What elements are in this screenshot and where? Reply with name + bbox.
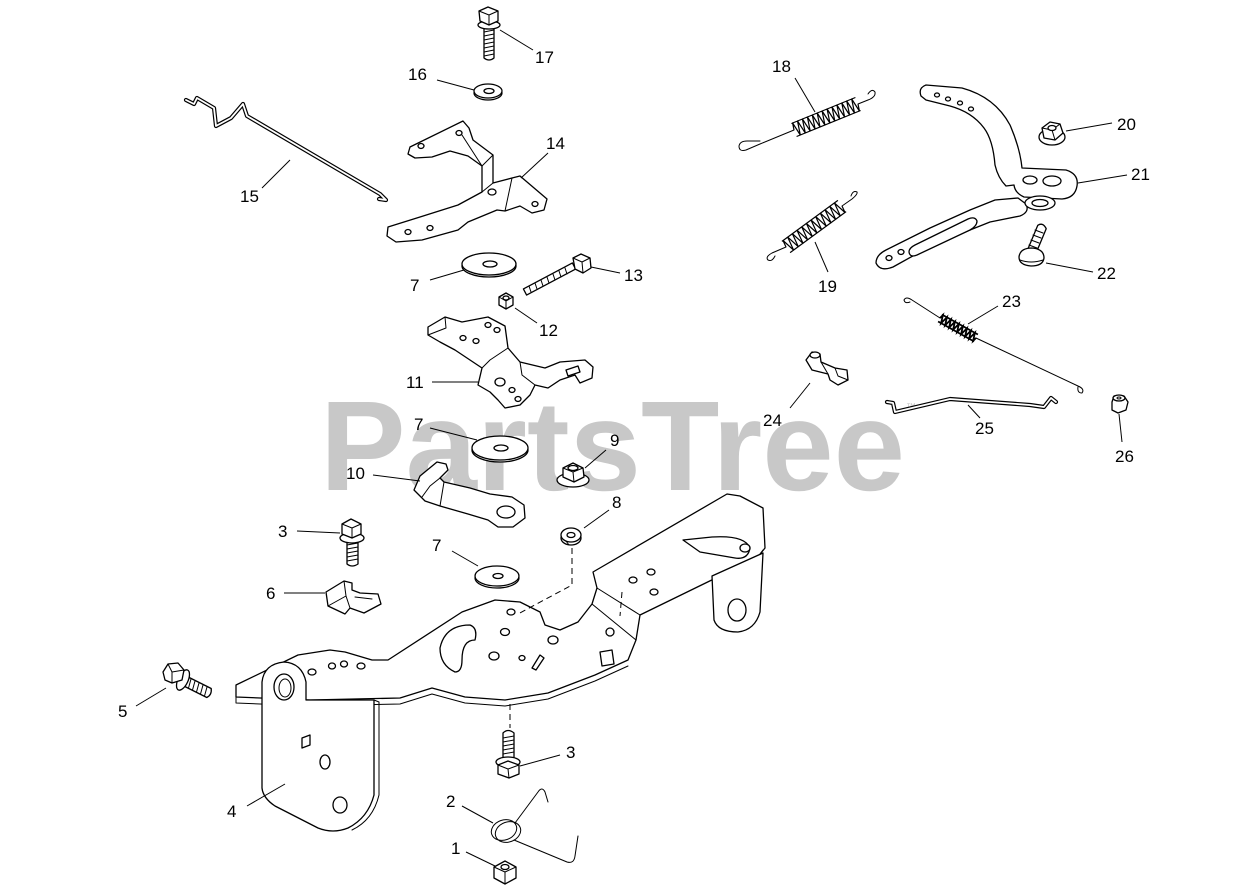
callout-label: 9 [610,431,619,450]
leader-line [135,687,167,707]
control-arm [875,84,1078,270]
leader-line [246,783,286,807]
washer [473,83,503,101]
callout-label: 6 [266,584,275,603]
hex-nut [493,860,517,885]
leader-line [1065,122,1113,132]
callout-label: 18 [772,57,791,76]
plate-holes [307,568,659,676]
leader-line [1077,174,1128,184]
wire-rod [183,95,389,203]
leader-line [261,159,291,189]
leader-line [814,241,829,273]
wire-rod [884,395,1059,415]
leader-line [1045,262,1094,273]
arm-slot [908,217,978,257]
callout-label: 16 [408,65,427,84]
rect-slot [599,649,615,667]
crescent-slot [439,624,477,673]
callout-label: 12 [539,321,558,340]
callout-label: 19 [818,277,837,296]
callout-label: 15 [240,187,259,206]
side-flange [711,552,764,633]
flat-washer [461,252,517,278]
cable-clip [325,580,382,615]
callout-label: 20 [1117,115,1136,134]
callout-label: 17 [535,48,554,67]
leader-line [967,404,981,419]
upper-bracket [386,120,548,243]
callout-label: 11 [406,373,424,392]
small-slot [531,654,545,671]
callout-label: 24 [763,411,782,430]
leader-line [794,77,816,113]
hex-bolt [522,253,592,296]
callout-label: 1 [451,839,460,858]
leader-line [296,530,341,534]
leader-line [461,805,494,824]
throttle-bracket [427,316,594,409]
leader-line [499,29,534,51]
leader-line [584,449,607,469]
shoulder-bolt [162,662,212,699]
flange-nut [556,462,590,488]
callout-label: 26 [1115,447,1134,466]
leader-line [451,550,479,567]
hex-nut [498,292,514,310]
leader-line [372,474,421,482]
callout-label: 13 [624,266,643,285]
callout-label: 4 [227,802,236,821]
leader-line [583,509,610,529]
side-bracket [261,661,380,832]
callout-label: 7 [432,536,441,555]
extension-spring [738,89,876,151]
callout-label: 25 [975,419,994,438]
callout-labels: 17 16 15 14 18 20 21 22 19 7 13 12 23 11… [118,48,1150,858]
flat-washer [471,435,529,463]
leader-lines [135,29,1128,867]
leader-line [429,427,478,441]
leader-line [590,266,621,274]
bushing [1111,394,1129,414]
leader-line [520,152,549,179]
callout-label: 3 [566,743,575,762]
leader-line [436,79,475,91]
callout-label: 2 [446,792,455,811]
flange-nut [1038,121,1066,146]
leader-line [514,307,538,324]
torsion-spring [490,788,579,863]
callout-label: 7 [410,276,419,295]
callout-label: 3 [278,522,287,541]
leader-line [429,269,465,281]
callout-label: 23 [1002,292,1021,311]
callout-label: 22 [1097,264,1116,283]
flange-bolt [477,6,501,61]
leader-line [1118,413,1123,443]
flat-washer [474,565,520,589]
flange-bolt [495,729,521,779]
flange-bolt [339,518,365,567]
lock-washer [560,527,582,546]
callout-label: 21 [1131,165,1150,184]
extension-spring [766,191,858,261]
callout-label: 10 [346,464,365,483]
choke-lever [413,461,526,528]
carriage-bolt [1018,223,1047,267]
callout-label: 14 [546,134,565,153]
callout-label: 7 [414,415,423,434]
flange-hole [727,598,747,622]
alignment-lines [509,548,623,728]
leader-line [465,851,496,867]
cable-spring [903,297,1084,394]
callout-label: 8 [612,493,621,512]
leader-line [789,382,811,409]
leader-line [519,754,561,767]
cable-clamp [805,351,849,386]
callout-label: 5 [118,702,127,721]
leader-line [967,305,999,325]
